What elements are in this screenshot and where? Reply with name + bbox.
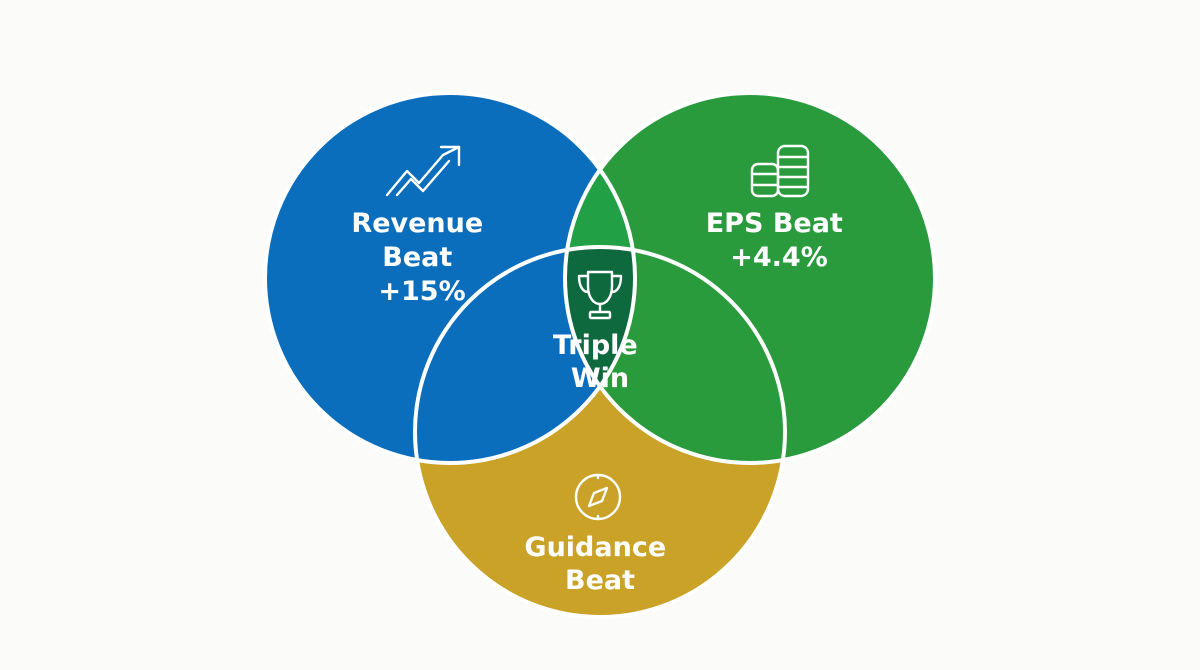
center-line-1: Triple xyxy=(553,330,638,361)
compass-icon xyxy=(574,473,622,521)
eps-line-2: +4.4% xyxy=(730,242,828,273)
revenue-label: Revenue Beat +15% xyxy=(351,208,492,307)
trending-up-icon xyxy=(385,145,461,197)
guidance-line-2: Beat xyxy=(565,565,635,596)
center-line-2: Win xyxy=(571,363,629,394)
coins-stack-icon xyxy=(750,144,810,198)
revenue-line-1: Revenue xyxy=(351,208,483,239)
guidance-label: Guidance Beat xyxy=(524,532,675,596)
guidance-line-1: Guidance xyxy=(524,532,666,563)
revenue-line-3: +15% xyxy=(378,276,465,307)
guidance-outline xyxy=(413,245,787,619)
revenue-outline xyxy=(263,91,637,465)
eps-label: EPS Beat +4.4% xyxy=(706,208,853,273)
revenue-line-2: Beat xyxy=(382,242,452,273)
eps-line-1: EPS Beat xyxy=(706,208,843,239)
trophy-icon xyxy=(577,270,623,320)
eps-outline xyxy=(563,91,937,465)
center-label: Triple Win xyxy=(553,330,647,394)
